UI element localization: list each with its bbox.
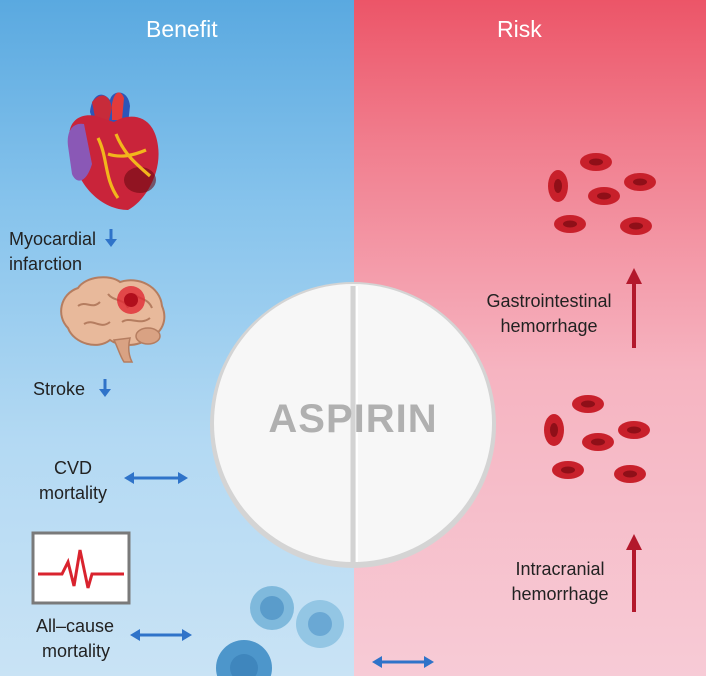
no-change-arrow-icon bbox=[130, 629, 192, 641]
decrease-arrow-icon bbox=[105, 229, 118, 247]
cancer-cell-icon bbox=[216, 586, 344, 676]
benefit-header: Benefit bbox=[146, 16, 218, 42]
decrease-arrow-icon bbox=[99, 379, 112, 397]
risk-header: Risk bbox=[497, 16, 542, 42]
mi-label: Myocardial infarction bbox=[9, 227, 118, 277]
all-cause-mortality-label: All–cause mortality bbox=[36, 616, 115, 661]
heart-icon bbox=[67, 92, 159, 210]
increase-arrow-icon bbox=[626, 268, 642, 348]
aspirin-text: ASPIRIN bbox=[268, 397, 438, 441]
stroke-label: Stroke bbox=[33, 377, 112, 402]
ecg-monitor-icon bbox=[31, 531, 131, 605]
ic-hemorrhage-label: Intracranial hemorrhage bbox=[511, 559, 609, 604]
increase-arrow-icon bbox=[626, 534, 642, 612]
cvd-mortality-label: CVD mortality bbox=[38, 458, 107, 503]
brain-icon bbox=[60, 276, 166, 363]
red-blood-cells-icon bbox=[548, 153, 656, 235]
gi-hemorrhage-label: Gastrointestinal hemorrhage bbox=[486, 291, 612, 336]
aspirin-pill bbox=[210, 282, 496, 568]
no-change-arrow-icon bbox=[372, 656, 434, 668]
no-change-arrow-icon bbox=[124, 472, 188, 484]
red-blood-cells-icon bbox=[544, 395, 650, 483]
